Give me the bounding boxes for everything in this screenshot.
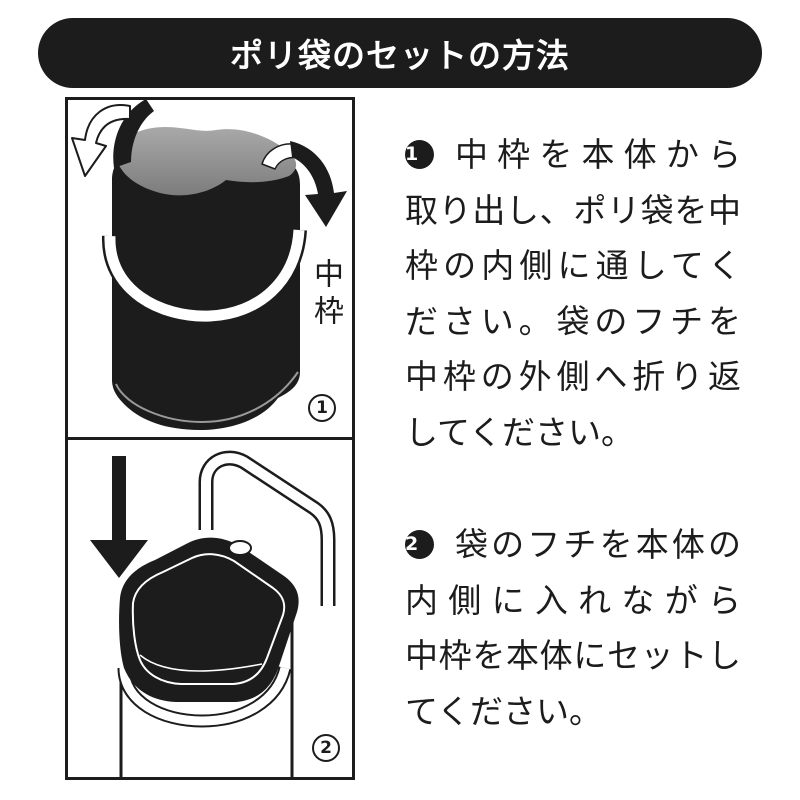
down-arrow-shaft <box>112 456 126 542</box>
illustration-panel-2 <box>65 437 355 780</box>
step-2-number-badge: 2 <box>405 530 434 560</box>
step-2-illustration <box>90 450 336 780</box>
inner-frame-bottom-rim <box>115 371 299 424</box>
curved-arrow-right-icon <box>290 141 347 227</box>
title-banner: ポリ袋のセットの方法 <box>38 18 762 88</box>
inner-frame-body <box>112 150 300 430</box>
step-2-instructions: 2 袋のフチを本体の 内側に入れながら 中枠を本体にセットし てください。 <box>405 517 741 739</box>
panel-2-number-badge: 2 <box>312 734 340 762</box>
down-arrow-head <box>90 540 148 578</box>
inner-frame-lid-fold <box>139 654 263 672</box>
step-1-number-badge: 1 <box>405 140 434 170</box>
knob <box>228 540 252 556</box>
inner-frame-lid <box>119 537 299 702</box>
step-2-line-1-text: 袋のフチを本体の <box>455 525 741 564</box>
step-1-instructions: 1 中枠を本体から 取り出し、ポリ袋を中 枠の内側に通してく ださい。袋のフチを… <box>405 127 741 460</box>
body-rim <box>119 666 290 726</box>
curved-arrow-left-icon <box>71 104 131 177</box>
bag-opening <box>116 127 297 196</box>
handle <box>201 453 333 606</box>
page-title: ポリ袋のセットの方法 <box>230 36 570 75</box>
step-1-illustration <box>71 99 347 430</box>
step-1-line-3: 枠の内側に通してく <box>405 246 741 285</box>
panel-1-number-badge: 1 <box>308 394 336 422</box>
step-1-line-2: 取り出し、ポリ袋を中 <box>405 190 741 230</box>
step-1-line-1-text: 中枠を本体から <box>455 135 741 174</box>
step-1-line-1: 1 中枠を本体から <box>405 127 741 183</box>
step-1-line-5: 中枠の外側へ折り返 <box>405 357 741 396</box>
inner-frame-label: 中枠 <box>308 258 343 332</box>
body-outline <box>119 618 294 780</box>
bag-rim-band <box>104 229 305 322</box>
step-1-line-6: してください。 <box>405 412 635 452</box>
step-2-line-4: てください。 <box>405 691 603 731</box>
step-2-line-3: 中枠を本体にセットし <box>405 636 741 675</box>
step-2-line-1: 2 袋のフチを本体の <box>405 517 741 573</box>
inner-frame-lid-edge <box>131 553 286 685</box>
down-arrow-icon <box>90 456 148 578</box>
bag-edge-curl <box>113 99 154 168</box>
step-1-line-4: ださい。袋のフチを <box>405 301 741 341</box>
step-2-line-2: 内側に入れながら <box>405 580 741 620</box>
